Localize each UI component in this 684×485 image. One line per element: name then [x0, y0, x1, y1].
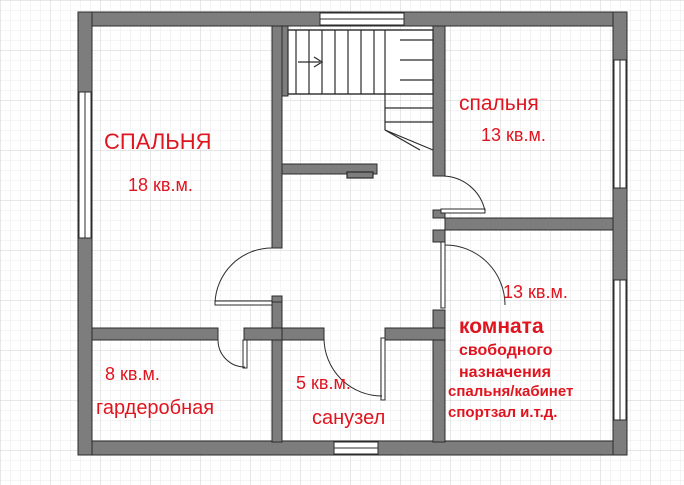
multi-room-area: 13 кв.м. — [503, 282, 568, 302]
door-jamb-left — [271, 295, 283, 303]
wall-stair-bottom — [281, 163, 378, 175]
multi-room-name-line2: свободного — [459, 342, 553, 359]
wall-multi-left — [432, 229, 446, 243]
door-leaf-bathroom — [380, 337, 386, 401]
door-leaf-bedroom — [214, 300, 273, 306]
wardrobe-name: гардеробная — [96, 397, 214, 419]
wardrobe-area: 8 кв.м. — [105, 364, 160, 384]
wall-left-bedroom-right-low — [271, 299, 283, 329]
bathroom-name: санузел — [312, 407, 385, 429]
doors — [214, 175, 506, 401]
wall-bedroom-wardrobe — [91, 327, 219, 341]
bedroom-right-name: спальня — [459, 92, 539, 115]
wall-bath-multi — [432, 309, 446, 443]
room-labels: СПАЛЬНЯ 18 кв.м. спальня 13 кв.м. 13 кв.… — [96, 92, 573, 429]
door-leaf-right-bedroom — [440, 208, 486, 214]
wall-bath-top-right — [384, 327, 446, 341]
bedroom-left-area: 18 кв.м. — [128, 175, 193, 195]
multi-room-name: комната — [459, 315, 544, 338]
windows — [78, 12, 627, 455]
multi-room-use2: спортзал и.т.д. — [448, 404, 557, 421]
wall-right-rooms-divider — [444, 217, 614, 231]
wall-bath-top — [281, 327, 325, 341]
door-leaf-wardrobe — [242, 339, 248, 369]
door-jamb-right — [432, 209, 446, 219]
bedroom-right-area: 13 кв.м. — [481, 125, 546, 145]
wall-stair-top — [281, 25, 289, 97]
wall-left-bedroom-right — [271, 25, 283, 249]
bathroom-area: 5 кв.м. — [296, 373, 351, 393]
wall-wardrobe-bath — [271, 339, 283, 443]
multi-room-name-line3: назначения — [459, 364, 551, 381]
wall-wardrobe-top-right — [243, 327, 283, 341]
wall-right-bedroom-left — [432, 25, 446, 177]
stair-post — [346, 171, 374, 179]
bedroom-left-name: СПАЛЬНЯ — [104, 129, 212, 154]
staircase — [287, 29, 434, 179]
door-leaf-multi — [440, 241, 446, 309]
multi-room-use1: спальня/кабинет — [448, 383, 573, 400]
